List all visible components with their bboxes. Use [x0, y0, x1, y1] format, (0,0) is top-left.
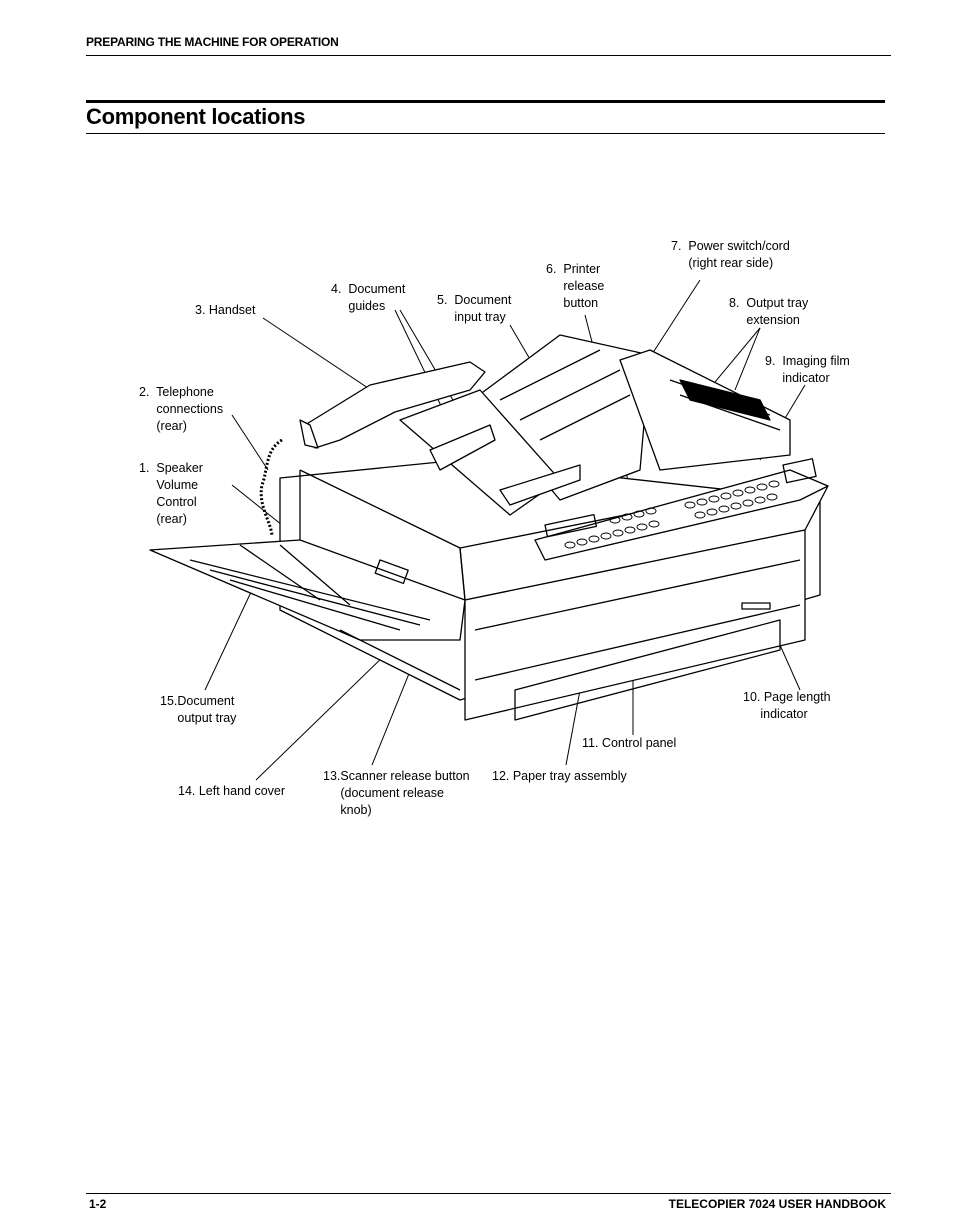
running-header: PREPARING THE MACHINE FOR OPERATION [86, 35, 339, 49]
label-document-input-tray: 5. Document input tray [437, 293, 512, 324]
label-speaker-volume-control: 1. Speaker Volume Control (rear) [139, 461, 203, 526]
handset [259, 361, 486, 536]
label-output-tray-extension: 8. Output tray extension [729, 296, 809, 327]
label-power-switch-cord: 7. Power switch/cord (right rear side) [671, 239, 790, 270]
title-bottom-rule [86, 133, 885, 134]
label-document-output-tray: 15.Document output tray [160, 694, 237, 725]
label-handset: 3. Handset [195, 303, 256, 317]
label-control-panel: 11. Control panel [582, 736, 677, 750]
label-left-hand-cover: 14. Left hand cover [178, 784, 286, 798]
label-telephone-connections: 2. Telephone connections (rear) [139, 385, 224, 433]
label-paper-tray-assembly: 12. Paper tray assembly [492, 769, 627, 783]
book-title: TELECOPIER 7024 USER HANDBOOK [668, 1197, 886, 1211]
label-scanner-release-button: 13.Scanner release button (document rele… [323, 769, 470, 817]
label-imaging-film-indicator: 9. Imaging film indicator [765, 354, 850, 385]
top-trays [399, 334, 791, 516]
page-title: Component locations [86, 104, 306, 129]
label-page-length-indicator: 10. Page length indicator [743, 690, 831, 721]
label-printer-release-button: 6. Printer release button [546, 262, 605, 310]
header-rule [86, 55, 891, 56]
control-panel [534, 458, 829, 561]
page-number: 1-2 [89, 1197, 107, 1211]
label-document-guides: 4. Document guides [331, 282, 406, 313]
footer-rule [86, 1193, 891, 1194]
document-output-tray [149, 539, 466, 691]
title-top-rule [86, 100, 885, 103]
